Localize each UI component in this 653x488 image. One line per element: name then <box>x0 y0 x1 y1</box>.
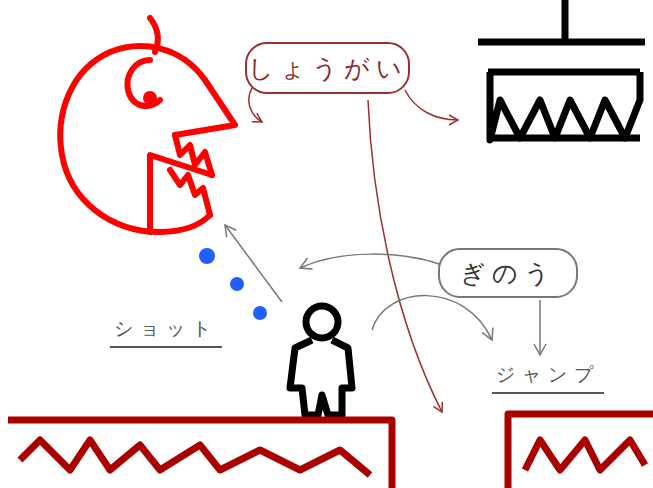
callout-text: しょうがい <box>248 52 408 85</box>
shot-bullets <box>199 248 267 320</box>
obstacle-callout: しょうがい <box>245 42 410 94</box>
leader-arrows <box>249 88 458 412</box>
player <box>290 306 352 415</box>
callout-text: ぎのう <box>460 257 556 290</box>
jump-label: ジャンプ <box>492 362 604 394</box>
shot-label: ショット <box>110 316 222 348</box>
skill-callout: ぎのう <box>438 248 578 298</box>
crusher <box>478 0 645 140</box>
monster <box>60 18 235 232</box>
platforms <box>8 414 653 488</box>
